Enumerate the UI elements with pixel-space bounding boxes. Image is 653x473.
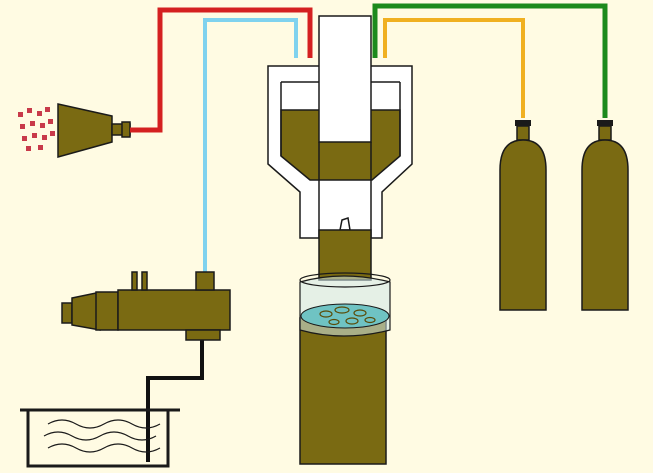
beaker-top	[299, 272, 391, 288]
gas-cylinder-yellow	[499, 120, 547, 311]
gas-cylinder-green	[581, 120, 629, 311]
nozzle-tip	[121, 121, 131, 138]
gas-cylinder-icon	[499, 139, 547, 311]
cylinder-valve	[515, 120, 531, 126]
spray-mist-icon	[18, 107, 55, 151]
blue-pipe	[203, 18, 298, 272]
pump-collar	[95, 291, 119, 331]
black-pipe	[146, 340, 204, 462]
green-pipe	[372, 3, 608, 118]
center-shaft	[318, 15, 372, 143]
cylinder-neck	[516, 125, 530, 141]
wave-line	[47, 419, 161, 429]
spray-nozzle	[18, 103, 131, 158]
pump-intake-stub	[141, 271, 148, 291]
pump-intake-stub	[131, 271, 138, 291]
lower-vessel	[299, 317, 387, 465]
pump-feed-block	[195, 271, 215, 291]
spray-nozzle-icon	[57, 103, 113, 158]
extruder-pump	[61, 271, 231, 341]
cylinder-neck	[598, 125, 612, 141]
reactor-column	[267, 15, 413, 465]
red-pipe	[130, 7, 313, 133]
gas-cylinder-icon	[581, 139, 629, 311]
wave-line	[47, 443, 161, 453]
fiber-blobs	[319, 306, 376, 326]
pump-base-block	[185, 329, 221, 341]
olive-rod	[318, 229, 372, 281]
cylinder-valve	[597, 120, 613, 126]
wave-line	[43, 431, 157, 441]
pump-end-cap	[61, 302, 73, 324]
yellow-pipe	[383, 18, 525, 118]
water-tank-icon	[20, 408, 180, 468]
water-bath	[20, 408, 180, 468]
sensor-tip	[339, 217, 351, 231]
pump-icon	[117, 289, 231, 331]
